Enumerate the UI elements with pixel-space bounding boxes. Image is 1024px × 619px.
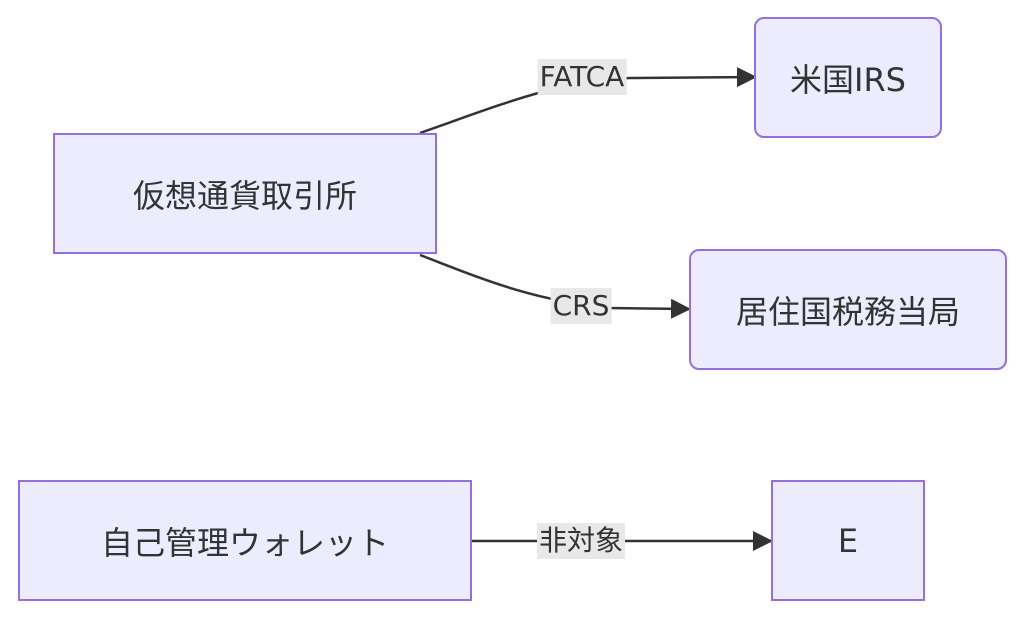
edge-label-crs: CRS: [550, 288, 612, 324]
node-exchange: 仮想通貨取引所: [53, 133, 437, 254]
edge-label-fatca: FATCA: [537, 59, 627, 95]
node-tax-authority: 居住国税務当局: [689, 249, 1007, 370]
node-self-custody-wallet: 自己管理ウォレット: [18, 480, 472, 601]
node-irs: 米国IRS: [754, 17, 942, 138]
edge-label-not-applicable: 非対象: [536, 523, 626, 559]
node-e: E: [771, 480, 925, 601]
